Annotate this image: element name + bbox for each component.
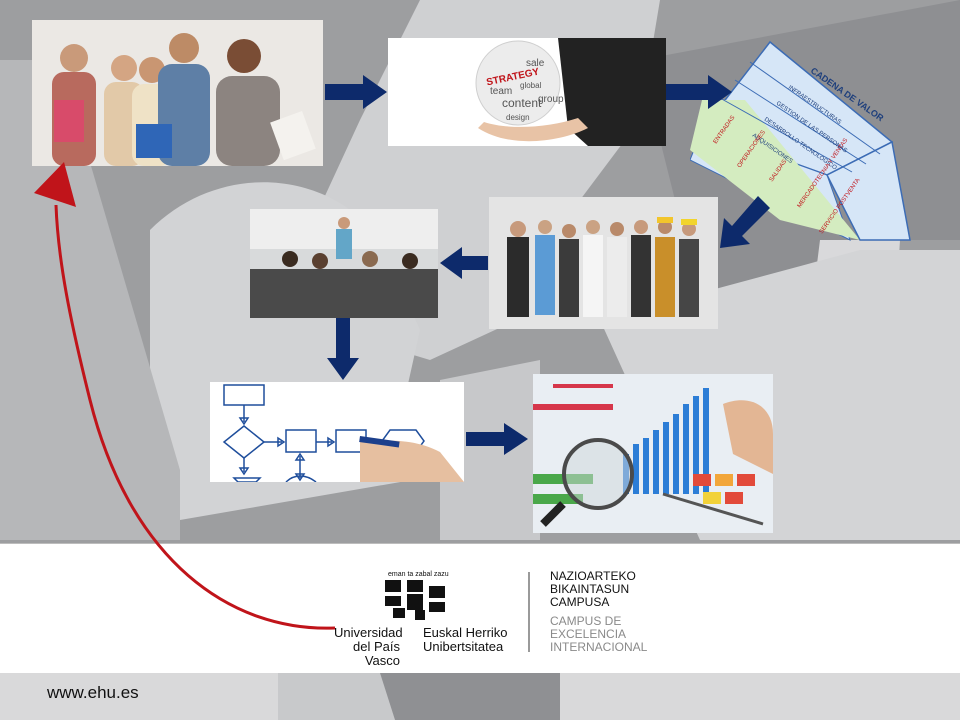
campus-es-line3: INTERNACIONAL xyxy=(550,640,648,654)
university-motto: eman ta zabal zazu xyxy=(388,571,449,578)
university-name-es-line1: Universidad xyxy=(334,625,403,640)
bottom-shape xyxy=(278,673,560,720)
strategy-word: team xyxy=(490,86,513,97)
strategy-sphere-illustration xyxy=(388,38,666,146)
arrow-right-icon xyxy=(325,75,387,109)
university-logo-icon xyxy=(385,580,445,620)
strategy-word: sale xyxy=(526,58,545,69)
strategy-word: design xyxy=(506,113,530,122)
charts-illustration xyxy=(533,374,773,533)
value-chain-diagram: CADENA DE VALOR INFRAESTRUCTURAS GESTION… xyxy=(690,40,911,242)
strategy-word: global xyxy=(520,81,542,90)
flowchart-photo xyxy=(210,382,464,482)
website-link[interactable]: www.ehu.es xyxy=(47,683,139,702)
campus-es-line1: CAMPUS DE xyxy=(550,614,622,628)
campus-es-line2: EXCELENCIA xyxy=(550,627,627,641)
strategy-word: content xyxy=(502,96,542,110)
arrow-right-icon xyxy=(666,75,732,109)
arrow-left-icon xyxy=(440,247,488,279)
strategy-photo: sale STRATEGY team global content group … xyxy=(388,38,666,146)
footer-divider xyxy=(528,572,530,652)
students-illustration xyxy=(32,20,323,166)
university-name-eu-line2: Unibertsitatea xyxy=(423,639,504,654)
campus-eu-line3: CAMPUSA xyxy=(550,595,610,609)
arrow-down-left-icon xyxy=(720,196,770,248)
strategy-word: group xyxy=(538,94,564,105)
arrow-right-icon xyxy=(466,423,528,455)
workers-photo xyxy=(489,197,718,329)
university-name-es-line2: del País Vasco xyxy=(353,639,400,668)
workers-illustration xyxy=(489,197,718,329)
campus-eu-line1: NAZIOARTEKO xyxy=(550,569,636,583)
campus-eu-line2: BIKAINTASUN xyxy=(550,582,630,596)
meeting-photo xyxy=(250,209,438,318)
university-name-eu-line1: Euskal Herriko xyxy=(423,625,508,640)
flowchart-illustration xyxy=(210,382,464,482)
arrow-down-icon xyxy=(327,318,359,380)
meeting-illustration xyxy=(250,209,438,318)
students-photo xyxy=(32,20,323,166)
charts-photo xyxy=(533,374,773,533)
footer-band: eman ta zabal zazu Universidad del País … xyxy=(0,543,960,674)
